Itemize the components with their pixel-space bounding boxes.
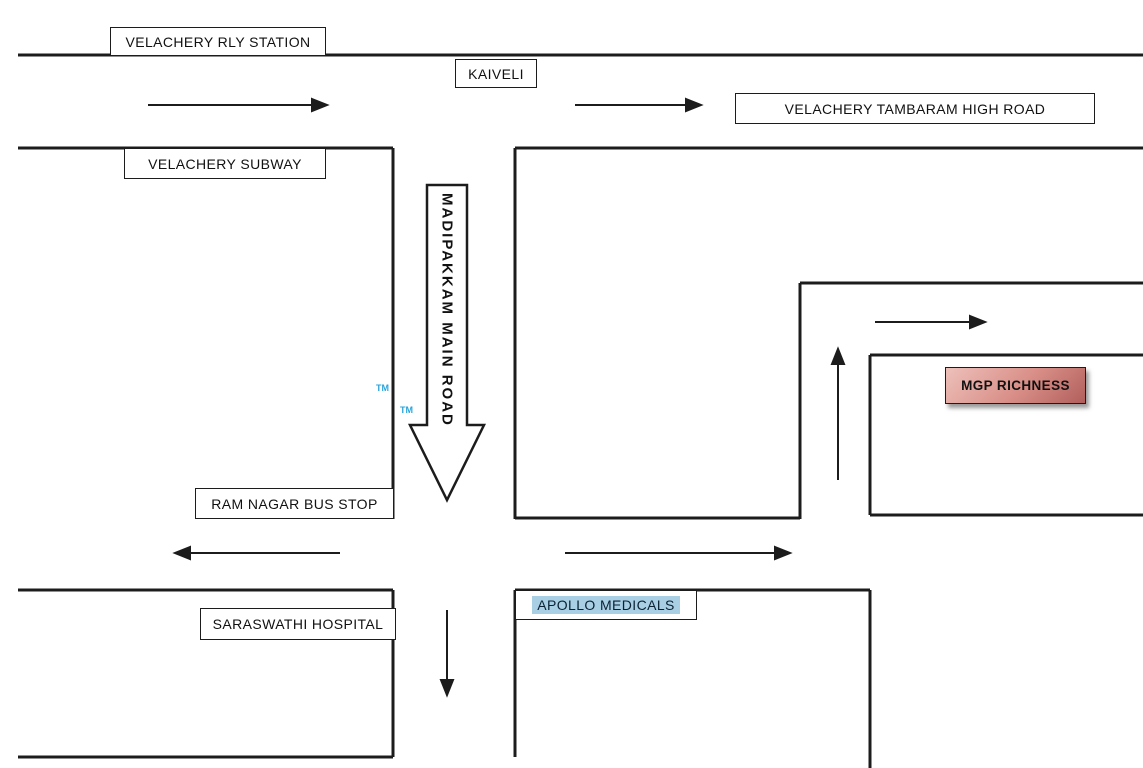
tm-watermark: TM bbox=[400, 405, 413, 415]
arrow-down-icon bbox=[439, 610, 455, 698]
label-apollo-medicals: APOLLO MEDICALS bbox=[515, 590, 697, 620]
arrow-up-icon bbox=[830, 346, 846, 480]
arrow-right-icon bbox=[575, 97, 704, 113]
arrow-right-icon bbox=[565, 545, 793, 561]
tm-watermark: TM bbox=[376, 383, 389, 393]
arrow-right-icon bbox=[875, 314, 988, 330]
label-mgp-richness: MGP RICHNESS bbox=[945, 367, 1086, 404]
label-velachery-rly-station: VELACHERY RLY STATION bbox=[110, 27, 326, 56]
label-velachery-subway: VELACHERY SUBWAY bbox=[124, 148, 326, 179]
apollo-medicals-highlighted-text: APOLLO MEDICALS bbox=[532, 596, 680, 614]
arrow-left-icon bbox=[172, 545, 340, 561]
direction-arrows bbox=[148, 97, 988, 698]
arrow-right-icon bbox=[148, 97, 330, 113]
label-ram-nagar-bus-stop: RAM NAGAR BUS STOP bbox=[195, 488, 394, 519]
label-madipakkam-main-road: MADIPAKKAM MAIN ROAD bbox=[438, 193, 456, 427]
label-saraswathi-hospital: SARASWATHI HOSPITAL bbox=[200, 608, 396, 640]
label-kaiveli: KAIVELI bbox=[455, 59, 537, 88]
label-velachery-tambaram-high-road: VELACHERY TAMBARAM HIGH ROAD bbox=[735, 93, 1095, 124]
madipakkam-big-arrow-icon bbox=[407, 183, 487, 503]
